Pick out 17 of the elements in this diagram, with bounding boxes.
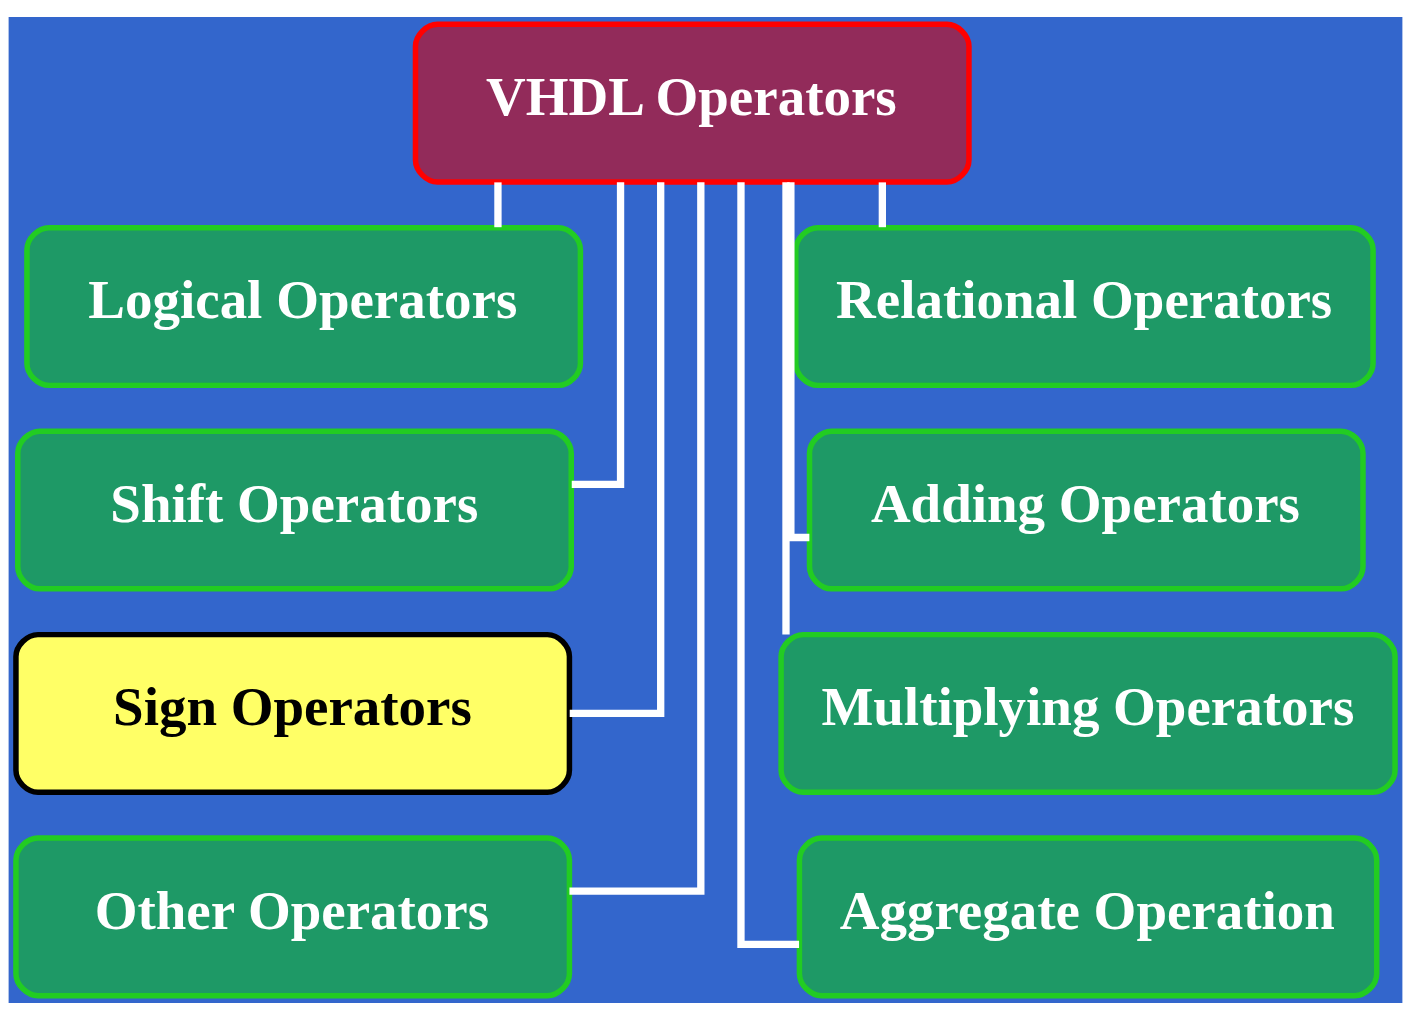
node-box: Aggregate Operation bbox=[796, 834, 1380, 998]
connector bbox=[494, 181, 502, 227]
node-box: Other Operators bbox=[13, 834, 573, 998]
node-box: Shift Operators bbox=[15, 427, 574, 592]
node-box: Relational Operators bbox=[793, 224, 1376, 388]
connector bbox=[878, 181, 887, 227]
node-box: Adding Operators bbox=[806, 427, 1366, 592]
connector bbox=[782, 181, 790, 634]
node-box: Sign Operators bbox=[13, 631, 573, 795]
node-box: VHDL Operators bbox=[412, 21, 972, 185]
node-box: Logical Operators bbox=[24, 224, 584, 388]
connector bbox=[569, 181, 665, 717]
connector bbox=[737, 181, 800, 948]
connector bbox=[787, 181, 810, 541]
connector bbox=[571, 181, 625, 488]
connector bbox=[569, 181, 705, 895]
node-box: Multiplying Operators bbox=[778, 631, 1398, 795]
